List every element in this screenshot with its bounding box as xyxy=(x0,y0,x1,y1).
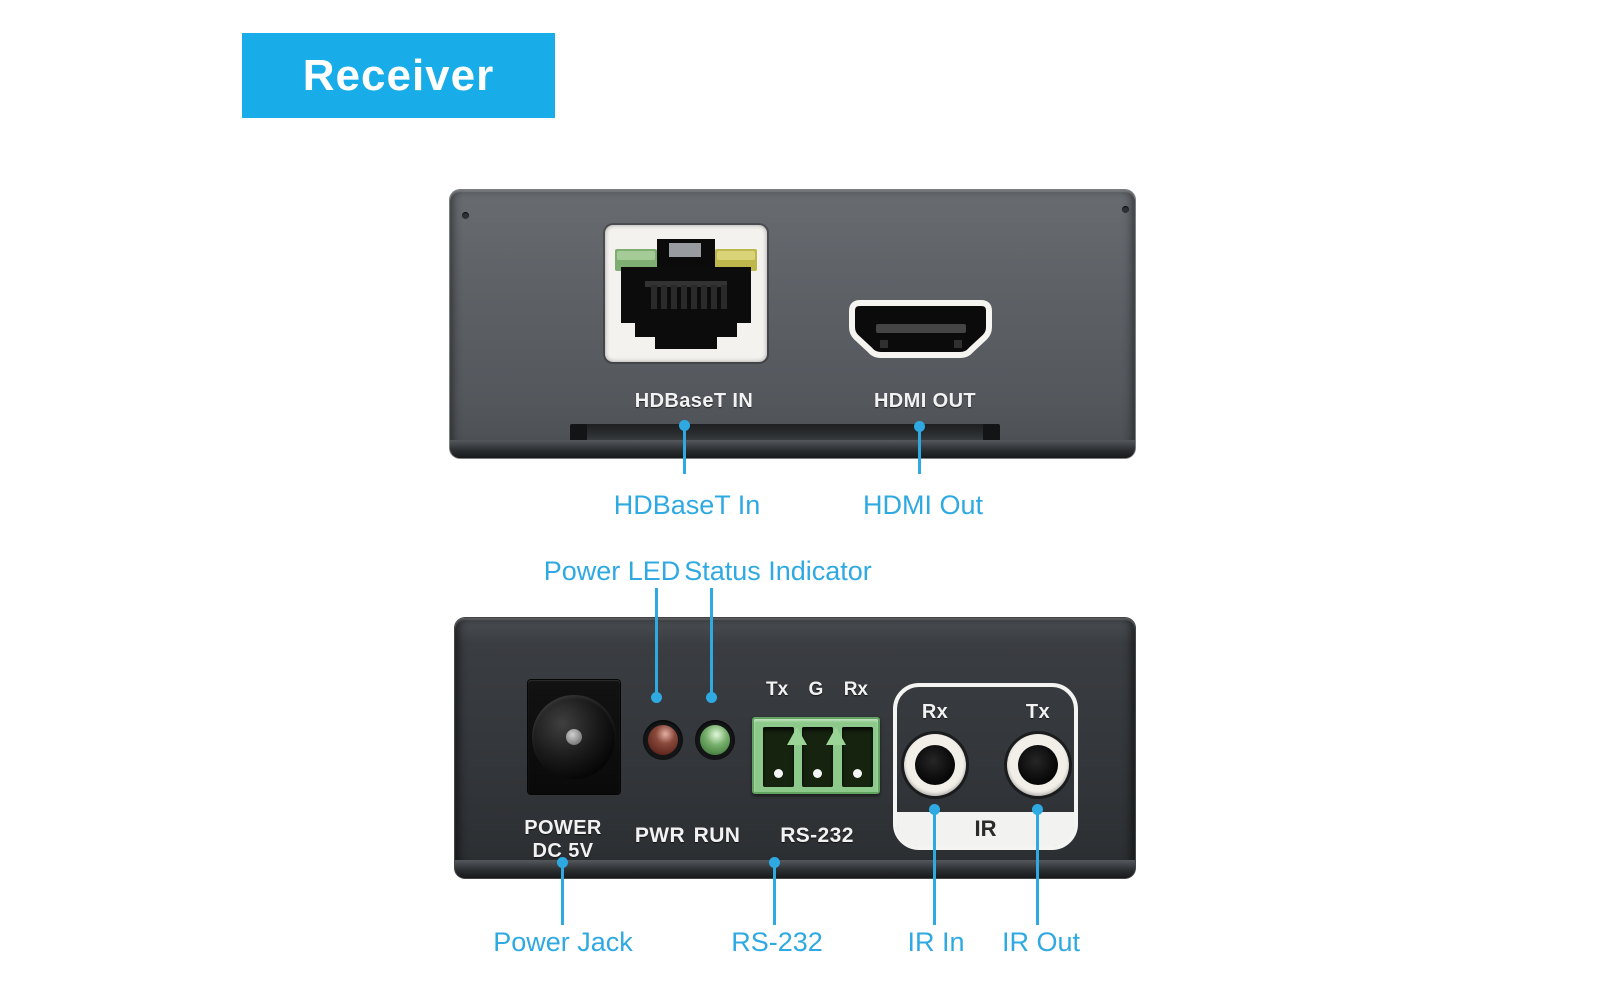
terminal-pin-labels: Tx G Rx xyxy=(752,679,880,701)
chassis-bottom-edge xyxy=(450,440,1135,458)
front-panel: HDBaseT IN HDMI OUT xyxy=(450,190,1135,458)
hdmi-out-print: HDMI OUT xyxy=(873,390,977,412)
pwr-led xyxy=(643,720,683,760)
run-led xyxy=(695,720,735,760)
power-jack-callout-line xyxy=(561,863,564,925)
power-dc5v-print: POWER DC 5V xyxy=(524,817,602,862)
receiver-badge: Receiver xyxy=(242,33,555,118)
hdmi-callout-dot xyxy=(914,421,925,432)
chassis-screw-notch xyxy=(1122,206,1129,213)
rs232-callout-line xyxy=(773,863,776,925)
front-groove xyxy=(570,424,1000,441)
power-led-callout-dot xyxy=(651,692,662,703)
terminal-tx-print: Tx xyxy=(766,679,789,700)
ir-out-callout-line xyxy=(1036,810,1039,925)
hdmi-port xyxy=(848,300,993,358)
terminal-rx-print: Rx xyxy=(843,679,868,700)
status-indicator-callout-label: Status Indicator xyxy=(684,556,872,586)
status-indicator-callout-line xyxy=(710,588,713,693)
rear-panel: POWER DC 5V PWR RUN Tx G Rx RS-232 IR xyxy=(455,618,1135,878)
hdbaset-in-print: HDBaseT IN xyxy=(634,390,754,412)
ir-bar-print: IR xyxy=(897,812,1074,846)
rs232-print: RS-232 xyxy=(780,824,854,847)
hdbaset-callout-label: HDBaseT In xyxy=(613,490,761,520)
power-jack-callout-dot xyxy=(557,857,568,868)
hdmi-connector-graphic xyxy=(849,300,992,358)
groove-end-cap xyxy=(983,424,1000,441)
power-jack xyxy=(528,680,620,794)
power-jack-callout-label: Power Jack xyxy=(493,927,633,957)
status-indicator-callout-dot xyxy=(706,692,717,703)
ir-tx-print: Tx xyxy=(1025,701,1051,723)
ir-in-callout-label: IR In xyxy=(907,927,965,957)
hdbaset-callout-dot xyxy=(679,420,690,431)
ir-out-callout-dot xyxy=(1032,804,1043,815)
ir-section: IR xyxy=(893,683,1078,850)
pwr-print: PWR xyxy=(634,824,686,847)
chassis-screw-notch xyxy=(462,212,469,219)
terminal-g-print: G xyxy=(808,679,824,700)
groove-end-cap xyxy=(570,424,587,441)
rs232-terminal xyxy=(752,717,880,794)
ir-in-callout-line xyxy=(933,810,936,925)
chassis-bottom-edge xyxy=(455,860,1135,878)
power-jack-barrel xyxy=(532,695,616,779)
rj45-jack-graphic xyxy=(615,239,757,349)
power-led-callout-line xyxy=(655,588,658,693)
hdbaset-callout-line xyxy=(683,426,686,474)
hdmi-callout-line xyxy=(918,427,921,474)
ir-tx-jack xyxy=(1007,734,1069,796)
rj45-port xyxy=(605,225,767,362)
rs232-callout-dot xyxy=(769,857,780,868)
ir-in-callout-dot xyxy=(929,804,940,815)
hdmi-callout-label: HDMI Out xyxy=(862,490,983,520)
ir-rx-print: Rx xyxy=(921,701,949,723)
power-jack-pin xyxy=(566,729,582,745)
ir-out-callout-label: IR Out xyxy=(1001,927,1081,957)
run-print: RUN xyxy=(693,824,741,847)
ir-rx-jack xyxy=(904,734,966,796)
power-led-callout-label: Power LED xyxy=(543,556,681,586)
rs232-callout-label: RS-232 xyxy=(731,927,823,957)
